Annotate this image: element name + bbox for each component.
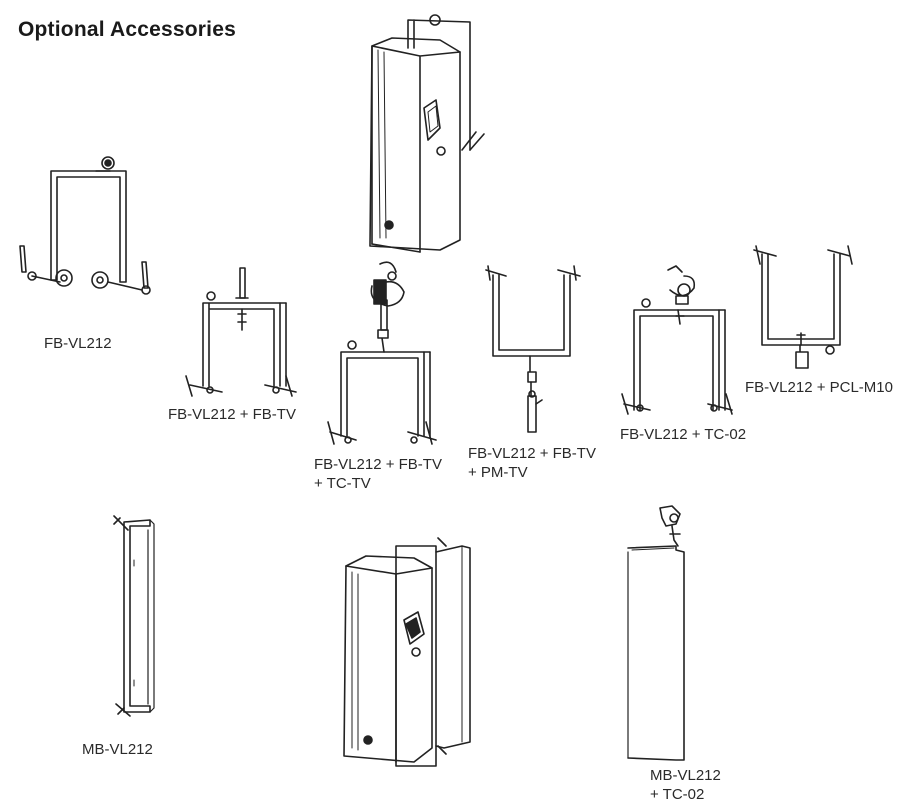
fb-vl212-pcl-m10-label: FB-VL212 + PCL-M10 [745, 379, 893, 396]
speaker-with-mb-vl212-illustration [344, 538, 470, 766]
fb-vl212-fb-tv-illustration [186, 268, 296, 396]
fb-vl212-fb-tv-tc-tv-label-line1: FB-VL212 + FB-TV [314, 456, 442, 473]
page-title: Optional Accessories [18, 18, 236, 41]
fb-vl212-tc-02-illustration [622, 266, 732, 414]
fb-vl212-fb-tv-pm-tv-label-line2: + PM-TV [468, 464, 528, 481]
speaker-with-flying-bracket-illustration [370, 15, 484, 252]
mb-vl212-tc-02-label-line1: MB-VL212 [650, 767, 721, 784]
fb-vl212-fb-tv-label: FB-VL212 + FB-TV [168, 406, 296, 423]
fb-vl212-tc-02-label: FB-VL212 + TC-02 [620, 426, 747, 443]
fb-vl212-fb-tv-tc-tv-label-line2: + TC-TV [314, 475, 371, 492]
mb-vl212-illustration [114, 516, 154, 716]
fb-vl212-pcl-m10-illustration [754, 246, 852, 368]
mb-vl212-tc-02-illustration [628, 506, 684, 760]
fb-vl212-label: FB-VL212 [44, 335, 112, 352]
fb-vl212-fb-tv-pm-tv-label-line1: FB-VL212 + FB-TV [468, 445, 596, 462]
mb-vl212-label: MB-VL212 [82, 741, 153, 758]
mb-vl212-tc-02-label-line2: + TC-02 [650, 786, 705, 803]
fb-vl212-fb-tv-pm-tv-illustration [486, 266, 580, 432]
fb-vl212-illustration [20, 157, 150, 294]
fb-vl212-fb-tv-tc-tv-illustration [328, 262, 436, 444]
